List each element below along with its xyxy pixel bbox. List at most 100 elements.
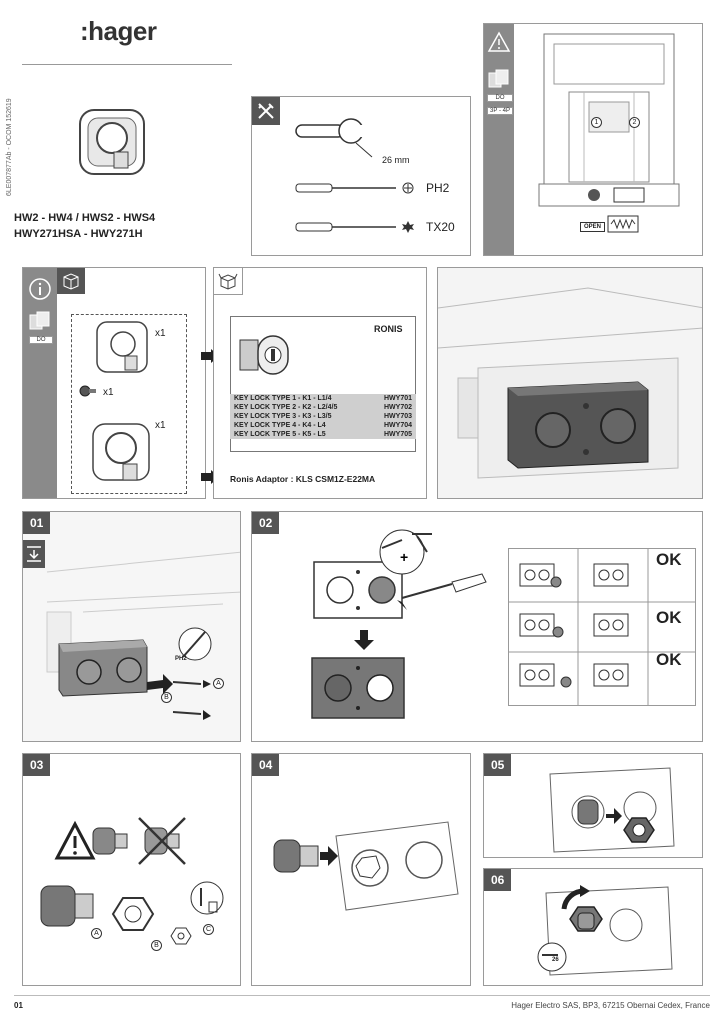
step-05-drawing <box>549 767 675 853</box>
brand-logo: :hager <box>80 16 157 46</box>
ronis-brand: RONIS <box>374 324 403 334</box>
disconnect-icon <box>27 546 41 562</box>
step-04-panel: 04 <box>251 753 471 986</box>
ok-label-1: OK <box>656 550 682 569</box>
pole-icon <box>488 69 509 88</box>
ronis-row: KEY LOCK TYPE 1 - K1 - L1/4 HWY701 <box>230 394 416 403</box>
callout-circle-2: 2 <box>629 117 640 128</box>
step-02-number: 02 <box>252 512 280 534</box>
tools-panel: 26 mm PH2 TX20 <box>251 96 471 256</box>
warning-tag-do: DO <box>487 94 513 102</box>
adaptor-small-drawing <box>96 321 148 373</box>
page-number: 01 <box>14 1001 23 1010</box>
tx20-label: TX20 <box>426 220 455 234</box>
step-05-panel: 05 <box>483 753 703 858</box>
pole-icon-2 <box>29 311 50 330</box>
warning-icon <box>487 31 511 52</box>
step-04-number: 04 <box>252 754 280 776</box>
ok-label-3: OK <box>656 650 682 669</box>
ronis-row: KEY LOCK TYPE 2 - K2 - L2/4/5 HWY702 <box>230 403 416 412</box>
adaptor-large-drawing <box>92 423 150 481</box>
warning-sidebar <box>484 24 514 255</box>
ronis-adaptor-label: Ronis Adaptor : KLS CSM1Z-E22MA <box>230 474 376 484</box>
step-06-number: 06 <box>484 869 512 891</box>
step-06-panel: 06 26 <box>483 868 703 986</box>
ok-label-2: OK <box>656 608 682 627</box>
step-01-panel: 01 PH2 B A <box>22 511 241 742</box>
ronis-row: KEY LOCK TYPE 3 - K3 - L3/5 HWY703 <box>230 412 416 421</box>
step-06-drawing <box>537 885 673 976</box>
step-04-drawing <box>273 821 459 911</box>
check-grid <box>508 548 696 706</box>
step-01-tool-label: PH2 <box>175 656 187 662</box>
callout-circle-1: 1 <box>591 117 602 128</box>
info-sidebar <box>23 268 57 498</box>
wrench-icon <box>295 118 373 158</box>
step-03-panel: 03 A B C <box>22 753 241 986</box>
step-03-callout-a: A <box>91 928 102 939</box>
ronis-row-label: KEY LOCK TYPE 1 - K1 - L1/4 <box>234 395 332 402</box>
step-01-callout-b: B <box>161 692 172 703</box>
step-05-number: 05 <box>484 754 512 776</box>
step-02-panel: 02 + <box>251 511 703 742</box>
installed-view-panel <box>437 267 703 499</box>
screw-icon <box>79 385 96 397</box>
header-divider <box>22 64 232 65</box>
doc-code: 6LE007877Ab - OCOM 152619 <box>6 98 13 196</box>
ronis-row-label: KEY LOCK TYPE 2 - K2 - L2/4/5 <box>234 404 338 411</box>
ronis-row-label: KEY LOCK TYPE 4 - K4 - L4 <box>234 422 326 429</box>
check-grid-drawing <box>508 548 696 706</box>
step-03-callout-c: C <box>203 924 214 935</box>
step-06-wrench-size: 26 <box>552 957 559 963</box>
ronis-row-ref: HWY705 <box>383 431 412 438</box>
open-box-icon <box>218 273 238 290</box>
breaker-perspective-drawing <box>438 287 702 479</box>
qty-2: x1 <box>103 387 114 398</box>
warning-panel: DO 3P - 4P 1 2 OPEN <box>483 23 703 256</box>
step-01-icon-box <box>23 540 45 568</box>
ronis-row-ref: HWY704 <box>383 422 412 429</box>
ronis-row: KEY LOCK TYPE 5 - K5 - L5 HWY705 <box>230 430 416 439</box>
ronis-row-ref: HWY703 <box>383 413 412 420</box>
qty-1: x1 <box>155 328 166 339</box>
ronis-row-label: KEY LOCK TYPE 3 - K3 - L3/5 <box>234 413 332 420</box>
tools-icon <box>258 103 274 119</box>
step-01-number: 01 <box>23 512 51 534</box>
screwdriver-ph2-icon <box>295 182 414 194</box>
product-line-2: HWY271HSA - HWY271H <box>14 228 143 240</box>
step-01-callout-a: A <box>213 678 224 689</box>
wrench-size: 26 mm <box>382 155 410 165</box>
spring-indicator <box>607 215 639 233</box>
open-box-icon-container <box>214 268 243 295</box>
info-tag-do: DO <box>29 336 53 344</box>
footer-divider <box>14 995 710 996</box>
step-03-callout-b: B <box>151 940 162 951</box>
step-01-drawing <box>46 551 240 720</box>
product-line-1: HW2 - HW4 / HWS2 - HWS4 <box>14 212 156 224</box>
key-lock-drawing <box>239 335 289 375</box>
screwdriver-tx20-icon <box>295 221 414 233</box>
warning-tag-poles: 3P - 4P <box>487 107 513 115</box>
product-illustration <box>79 109 145 175</box>
ronis-row-ref: HWY702 <box>383 404 412 411</box>
company-address: Hager Electro SAS, BP3, 67215 Obernai Ce… <box>511 1001 710 1010</box>
step-02-drawing: + <box>311 529 487 719</box>
step-03-drawing <box>40 817 224 945</box>
contents-panel: DO x1 x1 x1 <box>22 267 206 499</box>
svg-text:+: + <box>400 549 408 565</box>
ronis-row-ref: HWY701 <box>383 395 412 402</box>
qty-3: x1 <box>155 420 166 431</box>
tools-icon-box <box>252 97 280 125</box>
info-icon <box>29 278 51 300</box>
ronis-row: KEY LOCK TYPE 4 - K4 - L4 HWY704 <box>230 421 416 430</box>
ronis-row-label: KEY LOCK TYPE 5 - K5 - L5 <box>234 431 326 438</box>
box-icon-container <box>57 268 85 294</box>
contents-dashed-box <box>71 314 187 494</box>
open-label: OPEN <box>580 222 606 232</box>
breaker-front-drawing <box>538 33 680 207</box>
box-icon <box>63 273 79 290</box>
ph2-label: PH2 <box>426 181 450 195</box>
step-03-number: 03 <box>23 754 51 776</box>
